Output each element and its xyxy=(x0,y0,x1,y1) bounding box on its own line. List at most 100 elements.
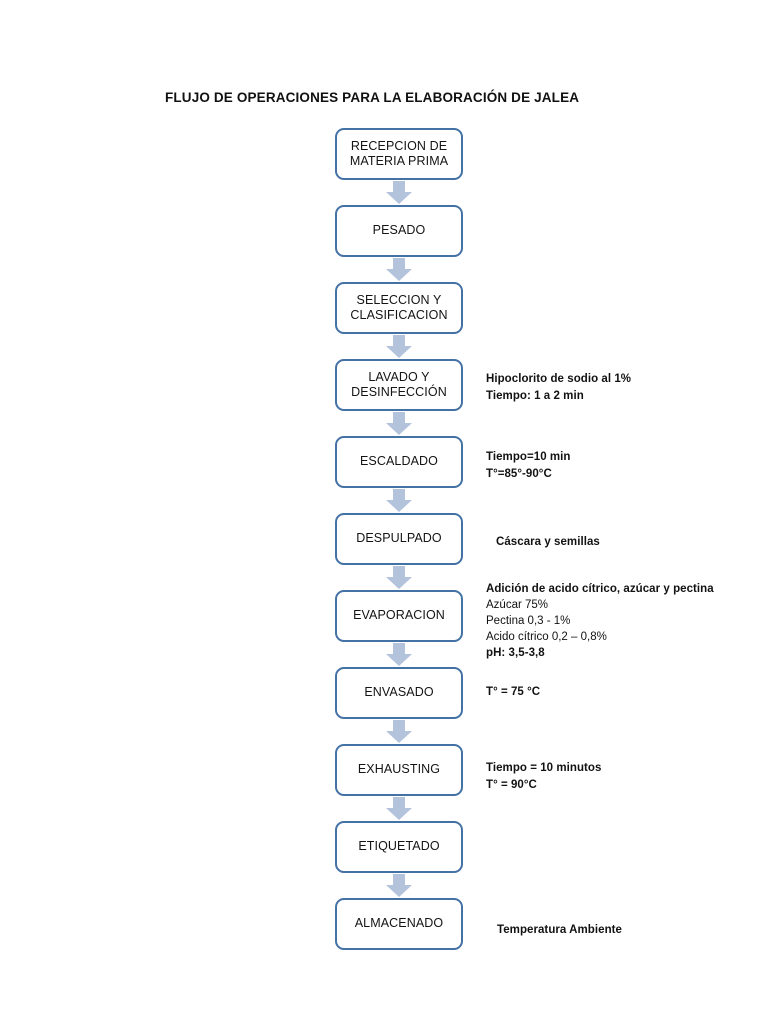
process-node-label: ETIQUETADO xyxy=(358,839,439,854)
down-arrow-icon xyxy=(386,181,412,204)
arrow-shaft xyxy=(393,258,405,270)
arrow-head xyxy=(386,192,412,204)
annotation-line: Pectina 0,3 - 1% xyxy=(486,615,571,628)
page-title: FLUJO DE OPERACIONES PARA LA ELABORACIÓN… xyxy=(165,90,580,105)
process-node-label-line: SELECCION Y xyxy=(356,292,442,307)
process-node-label-line: MATERIA PRIMA xyxy=(349,154,449,168)
process-node-box: ENVASADO xyxy=(335,667,463,719)
flow-connector xyxy=(335,796,463,821)
process-node-box: EVAPORACION xyxy=(335,590,463,642)
annotation-line: Cáscara y semillas xyxy=(496,536,600,548)
process-node-label-line: CLASIFICACION xyxy=(350,308,448,322)
process-node-label-line: ALMACENADO xyxy=(354,916,444,931)
annotation-line: Acido cítrico 0,2 – 0,8% xyxy=(486,630,607,643)
process-node-box: EXHAUSTING xyxy=(335,744,463,796)
flow-connector xyxy=(335,873,463,898)
flow-connector xyxy=(335,488,463,513)
annotation-despulpado: Cáscara y semillas xyxy=(496,534,600,551)
flow-connector xyxy=(335,180,463,205)
arrow-head xyxy=(386,423,412,435)
process-node-label: DESPULPADO xyxy=(356,531,442,546)
process-node-box: PESADO xyxy=(335,205,463,257)
process-node-label: EVAPORACION xyxy=(353,608,445,623)
arrow-head xyxy=(386,500,412,512)
annotation-line: pH: 3,5-3,8 xyxy=(486,647,545,660)
process-node-label-line: PESADO xyxy=(372,223,426,238)
process-node-exhausting: EXHAUSTING xyxy=(335,744,463,796)
arrow-shaft xyxy=(393,797,405,809)
arrow-head xyxy=(386,577,412,589)
process-node-almacenado: ALMACENADO xyxy=(335,898,463,950)
down-arrow-icon xyxy=(386,643,412,666)
process-node-label-line: DESPULPADO xyxy=(356,531,442,546)
annotation-evaporacion: Adición de acido cítrico, azúcar y pecti… xyxy=(486,581,714,663)
annotation-line: Temperatura Ambiente xyxy=(497,924,622,936)
process-node-escaldado: ESCALDADO xyxy=(335,436,463,488)
flow-connector xyxy=(335,719,463,744)
flow-connector xyxy=(335,257,463,282)
process-node-label: ESCALDADO xyxy=(360,454,438,469)
process-node-label-line: ESCALDADO xyxy=(359,454,438,469)
annotation-line: Tiempo = 10 minutos xyxy=(486,762,602,774)
annotation-line: Tiempo: 1 a 2 min xyxy=(486,390,584,403)
annotation-almacenado: Temperatura Ambiente xyxy=(497,922,622,939)
annotation-line: Azúcar 75% xyxy=(486,599,549,612)
process-node-label: EXHAUSTING xyxy=(358,762,440,777)
down-arrow-icon xyxy=(386,489,412,512)
process-node-label: ENVASADO xyxy=(364,685,433,700)
process-node-evaporacion: EVAPORACION xyxy=(335,590,463,642)
arrow-head xyxy=(386,808,412,820)
process-node-label: ALMACENADO xyxy=(355,916,444,931)
arrow-head xyxy=(386,654,412,666)
arrow-shaft xyxy=(393,335,405,347)
flow-connector xyxy=(335,334,463,359)
flow-connector xyxy=(335,565,463,590)
down-arrow-icon xyxy=(386,335,412,358)
arrow-shaft xyxy=(393,874,405,886)
down-arrow-icon xyxy=(386,412,412,435)
annotation-line: T° = 75 °C xyxy=(486,686,541,698)
annotation-line: Adición de acido cítrico, azúcar y pecti… xyxy=(486,583,714,595)
arrow-shaft xyxy=(393,566,405,578)
arrow-shaft xyxy=(393,412,405,424)
process-node-pesado: PESADO xyxy=(335,205,463,257)
process-node-despulpado: DESPULPADO xyxy=(335,513,463,565)
annotation-lavado: Hipoclorito de sodio al 1% Tiempo: 1 a 2 … xyxy=(486,371,631,406)
process-node-box: DESPULPADO xyxy=(335,513,463,565)
process-node-label: PESADO xyxy=(373,223,426,238)
process-node-label-line: ENVASADO xyxy=(364,685,434,700)
process-node-label-line: DESINFECCIÓN xyxy=(351,385,447,399)
annotation-envasado: T° = 75 °C xyxy=(486,684,540,701)
annotation-line: Tiempo=10 min xyxy=(486,451,571,463)
arrow-head xyxy=(386,269,412,281)
flow-connector xyxy=(335,642,463,667)
process-node-box: ETIQUETADO xyxy=(335,821,463,873)
process-node-label-line: EXHAUSTING xyxy=(357,762,441,777)
process-node-label-line: LAVADO Y xyxy=(368,369,430,384)
arrow-head xyxy=(386,885,412,897)
process-node-label-line: EVAPORACION xyxy=(353,608,445,623)
flow-connector xyxy=(335,411,463,436)
down-arrow-icon xyxy=(386,720,412,743)
process-node-envasado: ENVASADO xyxy=(335,667,463,719)
arrow-head xyxy=(386,346,412,358)
annotation-line: Hipoclorito de sodio al 1% xyxy=(486,373,632,385)
arrow-head xyxy=(386,731,412,743)
process-node-label-line: RECEPCION DE xyxy=(350,138,448,153)
down-arrow-icon xyxy=(386,797,412,820)
down-arrow-icon xyxy=(386,258,412,281)
process-node-box: ALMACENADO xyxy=(335,898,463,950)
annotation-line: T°=85°-90°C xyxy=(486,468,552,481)
